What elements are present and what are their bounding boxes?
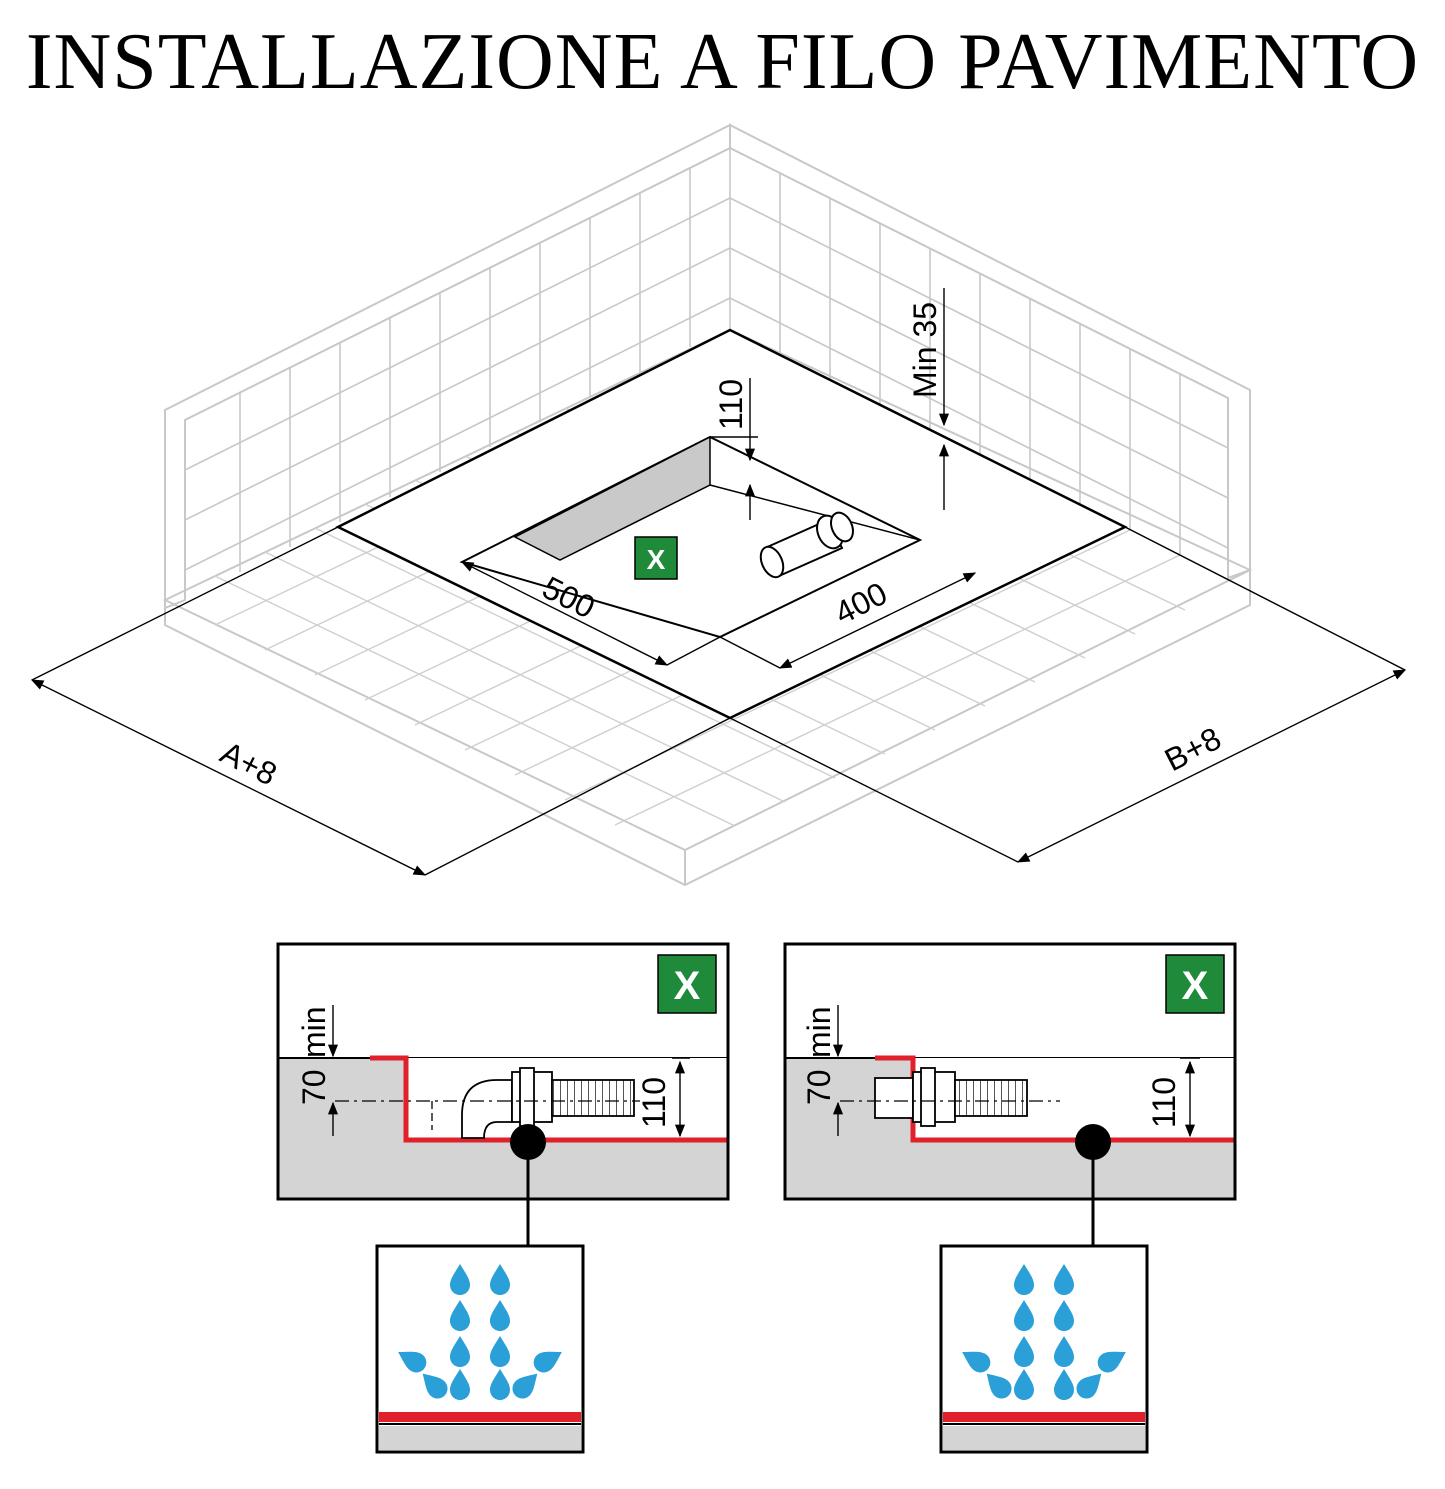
section-left-dim-min: min [296, 1006, 332, 1058]
floor-slab [162, 328, 1253, 887]
section-right: X min 70 110 [783, 942, 1237, 1246]
elbow-fitting-icon [461, 1067, 635, 1139]
section-right-dim-110: 110 [1146, 1077, 1182, 1128]
plan-badge-label: X [647, 544, 666, 575]
plan-badge: X [634, 536, 678, 580]
dim-110-label: 110 [713, 379, 749, 430]
page-title: INSTALLAZIONE A FILO PAVIMENTO [25, 18, 1420, 106]
dim-lines [30, 288, 1407, 876]
water-box-right [939, 1244, 1149, 1454]
water-box-left [375, 1244, 585, 1454]
section-right-dim-min: min [801, 1006, 837, 1058]
drain-pipe-icon [759, 511, 854, 579]
section-left-dim-110: 110 [636, 1077, 672, 1128]
dim-min35-label: Min 35 [907, 302, 943, 398]
section-right-badge-label: X [1182, 964, 1209, 1008]
wall-tiles-left [184, 147, 731, 572]
dim-a-label: A+8 [215, 734, 283, 792]
section-right-dim-70: 70 [801, 1069, 837, 1105]
section-left-badge-label: X [674, 964, 701, 1008]
dim-b-label: B+8 [1159, 720, 1227, 778]
wall-tiles-right [729, 147, 1229, 555]
section-left-dim-70: 70 [296, 1069, 332, 1105]
section-left: X min 70 110 [276, 942, 730, 1246]
seal-line [370, 1055, 728, 1143]
straight-fitting-icon [874, 1067, 1028, 1127]
isometric-room: X 500 400 A+8 B+8 110 Min 35 [30, 123, 1407, 887]
